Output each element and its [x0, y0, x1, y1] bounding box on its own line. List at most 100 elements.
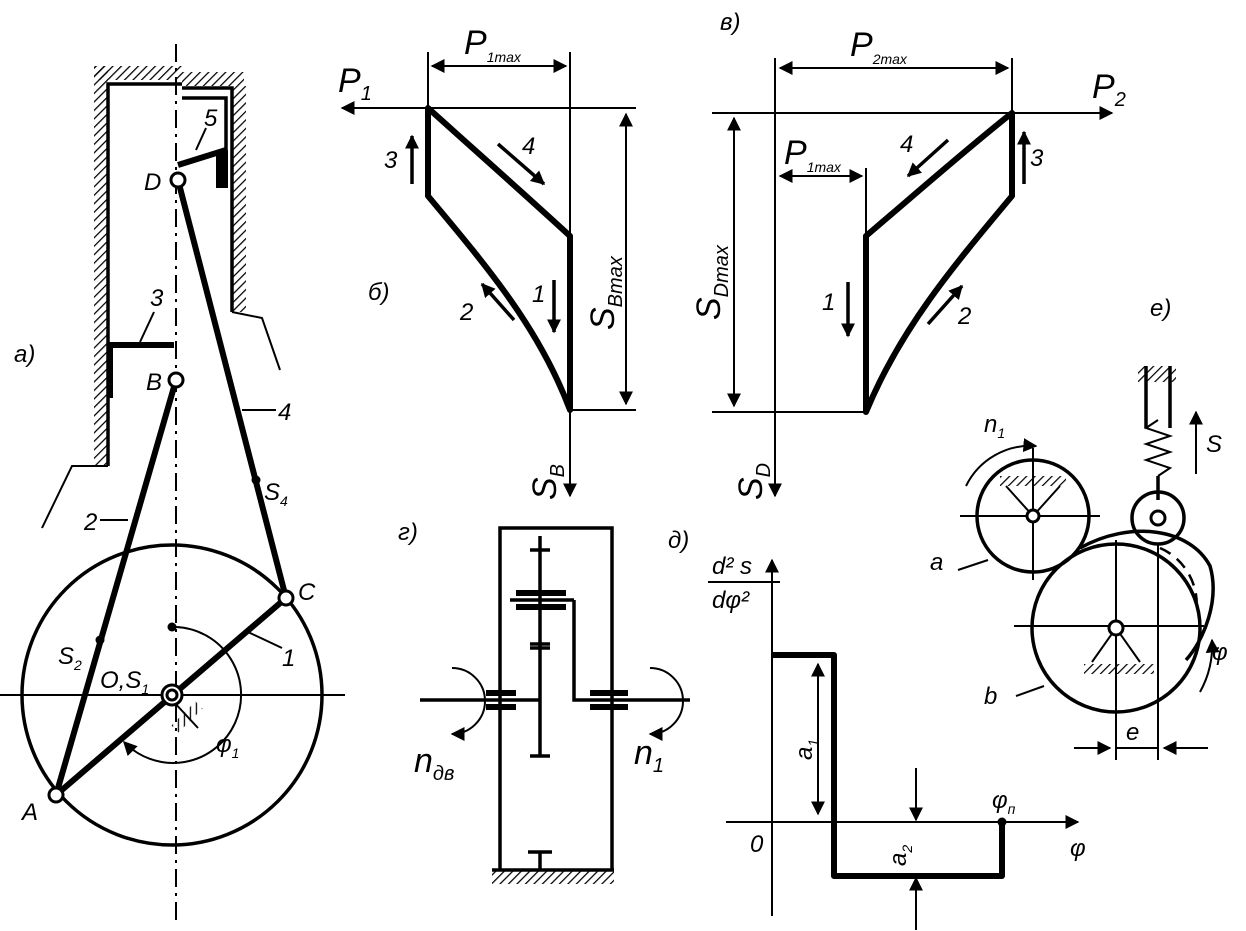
label-phi-axis: φ — [1070, 835, 1086, 862]
label-p2: P2 — [1092, 68, 1126, 111]
label-stage-1-v: 1 — [822, 289, 835, 316]
label-s-cam: S — [1206, 431, 1222, 458]
housing-hatch-right — [232, 86, 246, 312]
label-s4: S4 — [264, 479, 288, 509]
housing-hatch-top-left — [94, 66, 182, 80]
cam-support-hatch — [1084, 664, 1154, 674]
roller-pin — [1149, 509, 1167, 527]
panel-v-force-diagram: в) P2 P2max P1max SDmax SD 3 4 1 2 — [690, 9, 1126, 500]
label-p1: P1 — [338, 62, 372, 105]
gear-a-support-hatch — [1000, 476, 1066, 486]
panel-a-label: а) — [14, 341, 35, 368]
panel-v-label: в) — [720, 9, 741, 36]
label-stage-2-b: 2 — [459, 299, 473, 326]
arrow-stage-2-b — [480, 282, 516, 322]
joint-b — [167, 371, 185, 389]
panel-e-cam: е) n1 S a b e φ — [930, 295, 1228, 760]
output-shaft — [572, 600, 690, 702]
label-p2max: P2max — [850, 26, 908, 67]
joint-a — [47, 786, 65, 804]
label-p1max-v: P1max — [784, 134, 842, 175]
housing-hatch-top-right — [182, 72, 244, 86]
label-sdmax: SDmax — [690, 244, 733, 320]
phi1-arc — [123, 626, 243, 764]
label-stage-2-v: 2 — [957, 303, 971, 330]
label-b-cam: b — [984, 683, 997, 710]
slider-5 — [177, 147, 227, 168]
label-stage-4-b: 4 — [522, 133, 535, 160]
label-s2: S2 — [58, 643, 82, 673]
label-point-a: A — [20, 799, 38, 826]
panel-a-mechanism: а) D B C A 1 2 3 4 5 S2 S4 O,S1 φ1 — [0, 44, 345, 920]
label-stage-3-b: 3 — [384, 147, 398, 174]
cam-dashed-path — [1159, 546, 1198, 613]
n-out-arrow — [648, 667, 684, 741]
label-point-d: D — [144, 169, 161, 196]
label-stage-1-b: 1 — [532, 281, 545, 308]
phi-p-dot — [997, 817, 1007, 827]
leader-b — [1015, 685, 1045, 697]
panel-d-acceleration: д) d² s dφ² 0 a1 a2 φп φ — [668, 527, 1086, 930]
label-n-out: n1 — [634, 734, 664, 777]
label-link-5: 5 — [204, 105, 218, 132]
guide-upper — [182, 96, 228, 150]
joint-o-inner — [165, 688, 179, 702]
label-phi1: φ1 — [216, 731, 239, 761]
label-a1: a1 — [791, 739, 821, 760]
panel-b-force-diagram: б) P1 P1max SBmax SB 3 4 1 2 — [338, 24, 636, 500]
ground-hatch — [171, 701, 203, 733]
gearbox-ground-hatch — [492, 870, 614, 884]
n-in-arrow — [450, 667, 486, 741]
center-top-dot — [167, 622, 177, 632]
panel-g-gearbox: г) nдв n1 — [398, 519, 690, 884]
s4-dot — [251, 475, 261, 485]
label-point-b: B — [146, 369, 162, 396]
label-n-in: nдв — [414, 742, 454, 785]
label-e-cam: e — [1126, 719, 1139, 746]
panel-g-label: г) — [398, 519, 418, 546]
leader-a — [957, 559, 989, 571]
label-stage-3-v: 3 — [1030, 145, 1044, 172]
label-phi-p: φп — [992, 787, 1016, 817]
label-a2: a2 — [885, 845, 915, 866]
arrow-stage-4-v — [906, 138, 950, 178]
housing-left-edge — [41, 465, 108, 529]
link-2 — [53, 379, 179, 796]
crank-circle — [20, 543, 324, 847]
housing-wall-right — [182, 86, 234, 312]
label-link-4: 4 — [278, 399, 291, 426]
panel-e-label: е) — [1150, 295, 1171, 322]
arrow-stage-2-v — [926, 284, 964, 326]
cam-profile — [1079, 529, 1215, 662]
guide-block — [216, 150, 228, 188]
leader-5 — [195, 127, 207, 151]
label-phi-cam: φ — [1212, 639, 1228, 666]
cycle-curve-v — [863, 110, 1015, 415]
cycle-curve-b — [425, 105, 573, 413]
label-os1: O,S1 — [100, 667, 149, 697]
label-acc-denominator: dφ² — [712, 587, 750, 614]
panel-d-label: д) — [668, 527, 689, 554]
label-a-cam: a — [930, 549, 943, 576]
s2-dot — [95, 635, 105, 645]
joint-d — [169, 171, 187, 189]
n1-arrow — [965, 438, 1038, 487]
label-stage-4-v: 4 — [900, 131, 913, 158]
phi-arrow — [1199, 638, 1220, 693]
link-4 — [175, 179, 289, 599]
arrow-stage-4-b — [496, 142, 546, 186]
spring — [1142, 419, 1174, 477]
label-p1max-b: P1max — [464, 24, 522, 65]
panel-b-label: б) — [368, 279, 390, 306]
label-sd-axis: SD — [732, 463, 775, 500]
label-sbmax: SBmax — [584, 255, 627, 330]
gear-a-pin — [1025, 508, 1041, 524]
housing-wall-left — [106, 82, 182, 466]
label-sb-axis: SB — [526, 464, 569, 500]
acc-step-curve — [772, 652, 1005, 879]
leader-3 — [139, 311, 155, 343]
cam-pin — [1107, 619, 1125, 637]
label-n1-cam: n1 — [984, 411, 1005, 441]
housing-hatch-left — [94, 66, 108, 466]
